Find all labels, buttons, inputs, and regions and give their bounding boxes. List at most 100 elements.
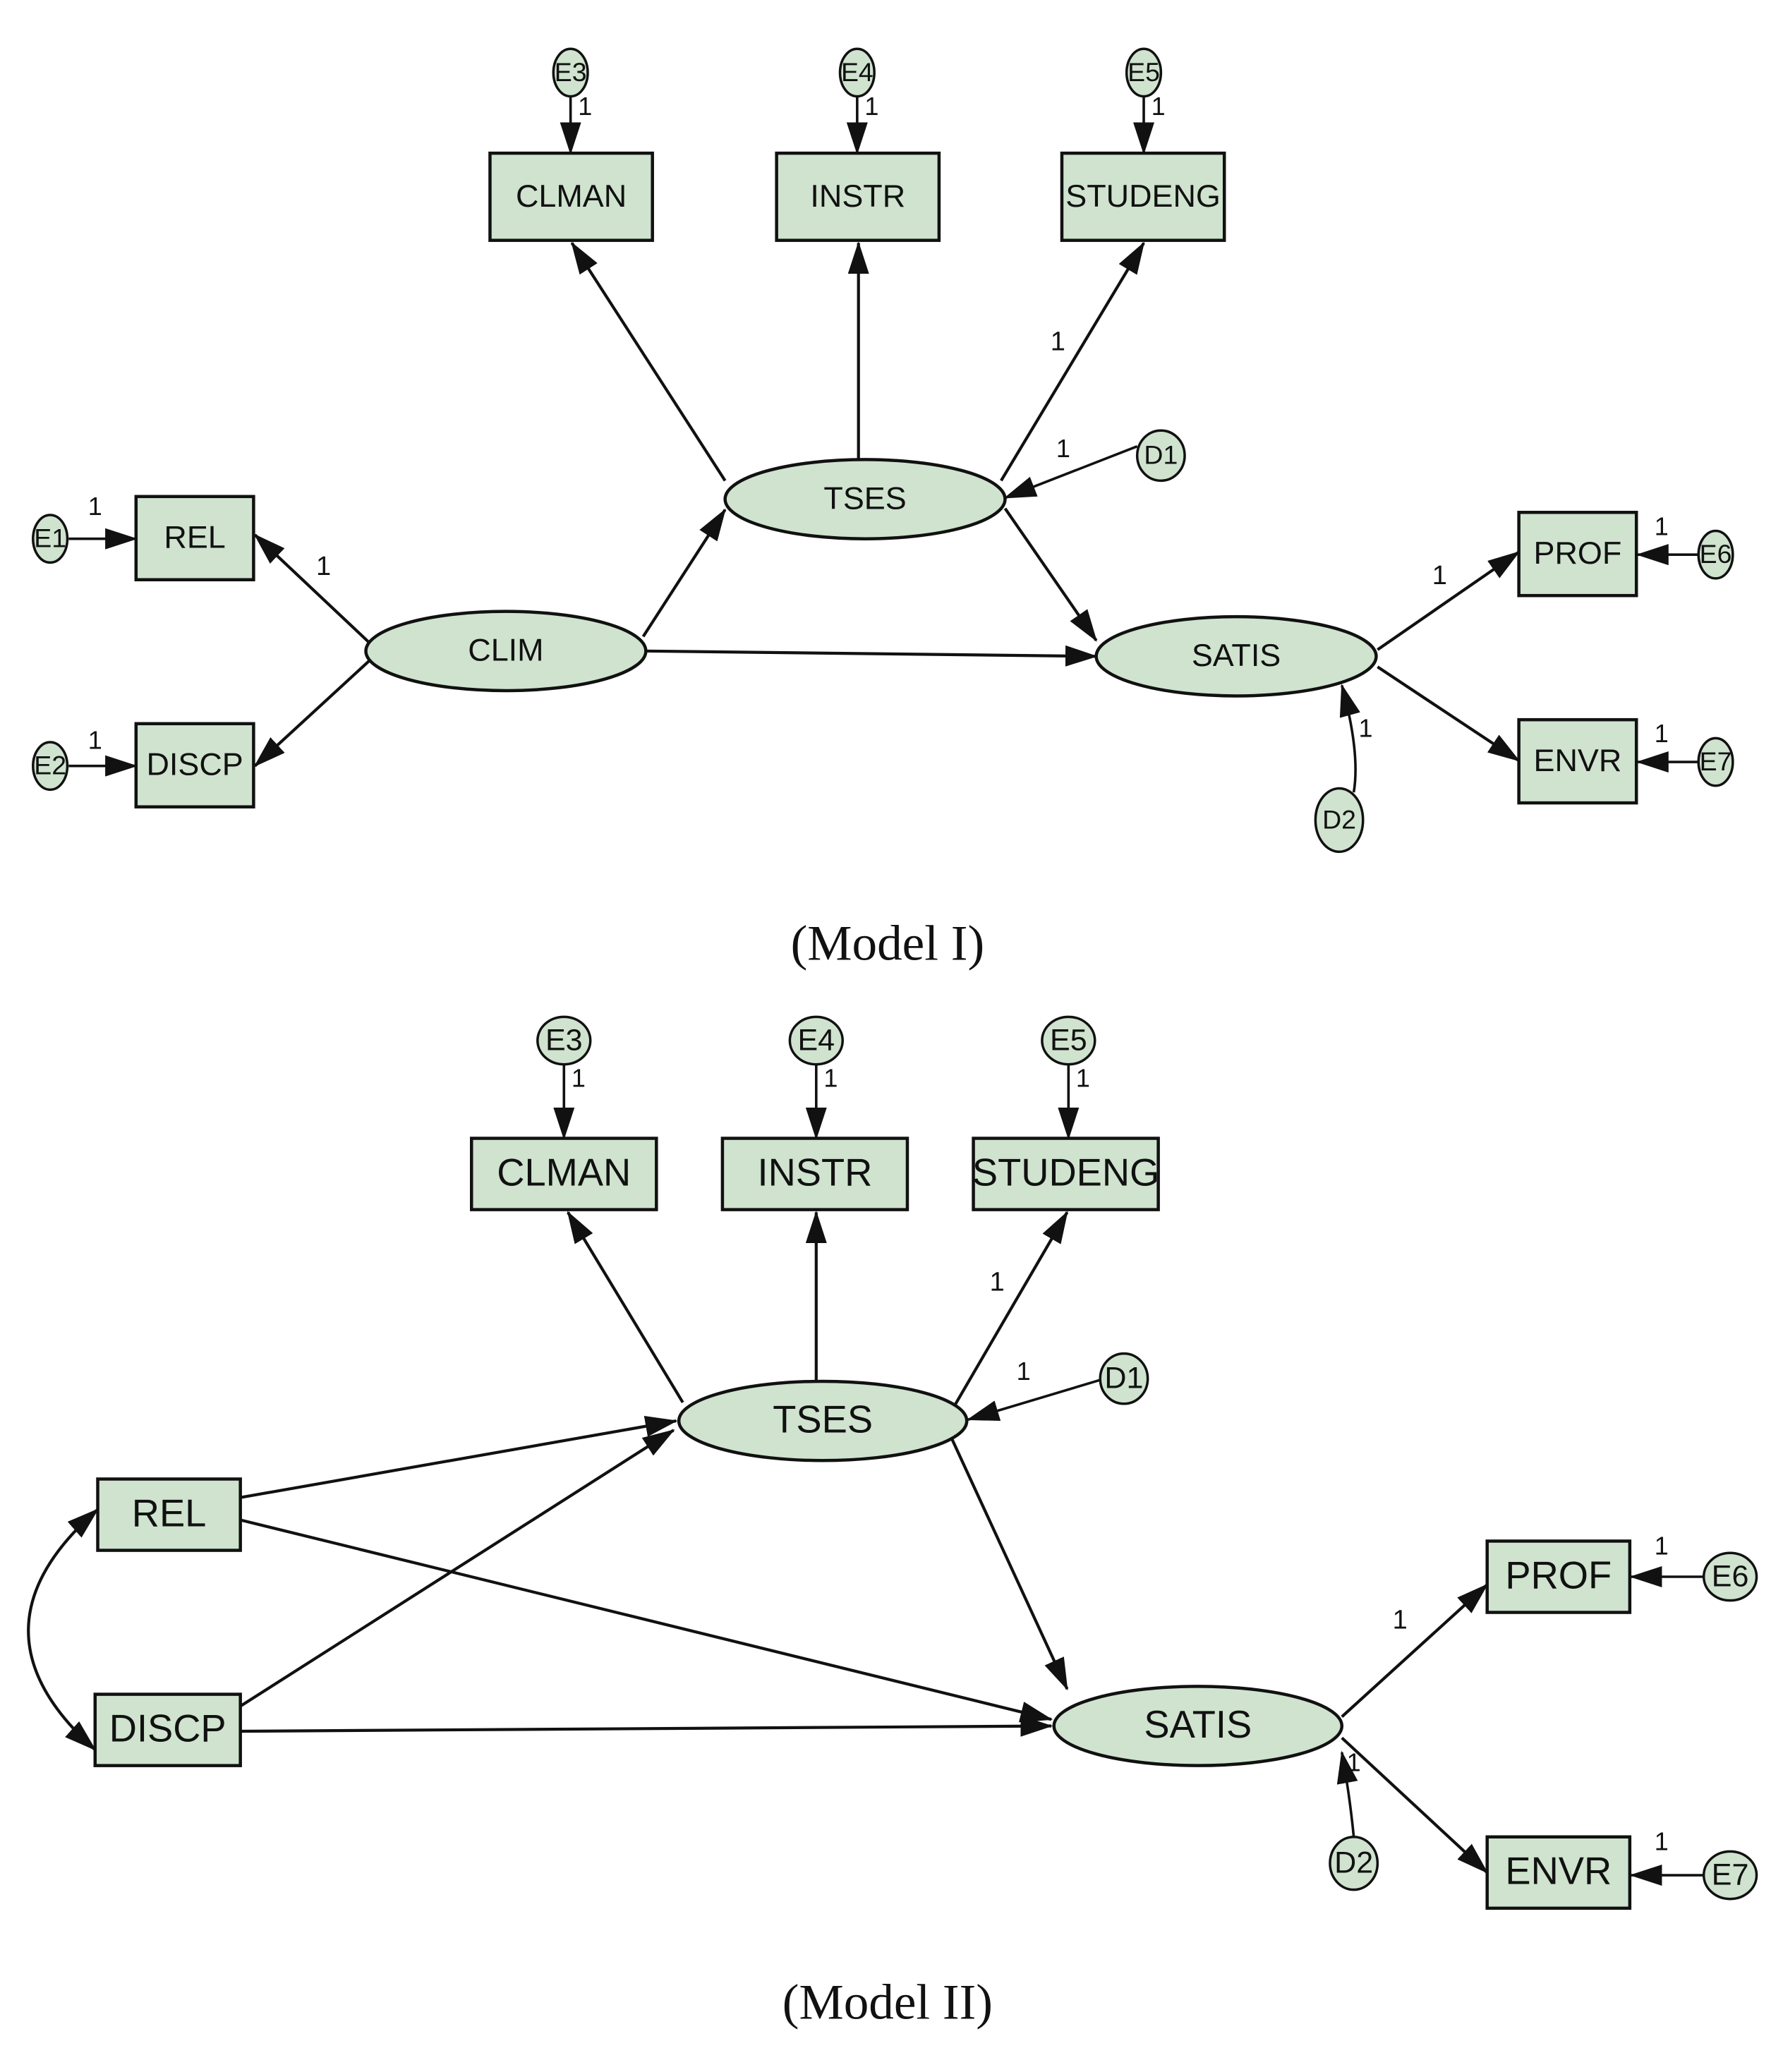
model-1-observed-envr-node: ENVR [1517,717,1638,805]
model-1-error-e1-ellipse [32,514,69,564]
model-1-error-e6-ellipse [1697,529,1734,580]
model-1-path-clim-to-tses [641,508,727,638]
model-1-path-e2-to-discp-weight-label: 1 [88,725,102,754]
model-2-observed-discp-node: DISCP [93,1692,242,1767]
model-1-path-d2-to-satis [1339,684,1360,793]
model-2-observed-envr-box [1485,1835,1632,1910]
model-2-observed-studeng-node: STUDENG [972,1137,1160,1211]
model-2-observed-clman-node: CLMAN [470,1137,658,1211]
model-2-error-e7-ellipse [1702,1850,1758,1901]
model-2-path-discp-to-satis [240,1715,1053,1737]
model-1-latent-clim-ellipse [364,610,648,693]
model-1-error-e2-ellipse [32,741,69,792]
model-2-path-d2-to-satis [1336,1750,1358,1837]
model-2-path-satis-to-prof-weight-label: 1 [1393,1606,1408,1635]
model-1-observed-rel-node: REL [134,495,255,581]
model-1-observed-envr-box [1517,717,1638,805]
model-1-path-clim-to-satis [646,645,1098,667]
model-1-observed-instr-node: INSTR [775,151,941,242]
model-2-observed-discp-label: DISCP [109,1707,226,1750]
model-2-observed-rel-label: REL [132,1491,207,1534]
model-2-error-e5-node: E5 [1041,1015,1096,1066]
model-1-error-e3-label: E3 [555,57,587,87]
model-1-path-d1-to-tses-weight-label: 1 [1056,434,1070,463]
model-1-observed-clman-label: CLMAN [516,178,627,214]
model-1-observed-prof-box [1517,511,1638,598]
model-1-observed-prof-label: PROF [1534,535,1622,571]
model-1-error-e2-node: E2 [32,741,69,792]
model-2-nodes: CLMAN INSTR STUDENG REL DISCP PROF ENVR TSES SAT… [93,1015,1758,1910]
model-2-error-e7-node: E7 [1702,1850,1758,1901]
model-2-path-rel-to-tses [240,1415,678,1499]
model-2-path-discp-to-tses [239,1429,675,1708]
model-2-error-e3-ellipse [536,1015,592,1066]
model-2-error-d1-label: D1 [1104,1362,1143,1395]
model-1-error-e7-ellipse [1697,737,1734,787]
model-2-error-d2-node: D2 [1329,1835,1379,1891]
model-1-caption: (Model I) [791,916,985,971]
model-1-error-e5-node: E5 [1125,47,1163,98]
model-1-path-clim-to-rel [253,533,371,645]
model-1-error-d2-node: D2 [1314,787,1365,854]
model-1-path-d2-to-satis-weight-label: 1 [1358,714,1372,743]
model-1-path-e7-to-envr-weight-label: 1 [1655,719,1669,748]
model-2-error-e3-label: E3 [545,1023,583,1057]
model-2-error-e4-ellipse [788,1015,844,1066]
model-2-observed-instr-node: INSTR [720,1137,909,1211]
model-2-path-satis-to-prof [1341,1583,1489,1718]
model-1-error-e3-ellipse [552,47,589,98]
model-1-observed-clman-box [488,151,654,242]
model-1-error-d1-label: D1 [1144,440,1178,470]
model-2-path-d1-to-tses [966,1379,1101,1422]
model-2-path-rel-to-satis [240,1518,1053,1723]
model-2-error-e7-label: E7 [1712,1858,1749,1891]
model-1-latent-satis-ellipse [1094,614,1378,698]
model-1-error-e6-node: E6 [1697,529,1734,580]
model-1-path-e4-to-instr-weight-label: 1 [864,92,878,121]
model-2-latent-tses-node: TSES [677,1379,969,1462]
model-2-path-d1-to-tses-weight-label: 1 [1017,1357,1031,1386]
model-1-error-e1-label: E1 [34,523,66,553]
model-1-error-e3-node: E3 [552,47,589,98]
model-1-error-d1-ellipse [1135,429,1186,483]
model-1-error-e4-ellipse [838,47,876,98]
model-1-observed-studeng-label: STUDENG [1065,178,1221,214]
model-1-observed-studeng-box [1060,151,1226,242]
model-2-observed-prof-label: PROF [1505,1553,1612,1597]
model-2-observed-envr-node: ENVR [1485,1835,1632,1910]
model-2-path-e6-to-prof-weight-label: 1 [1655,1531,1669,1560]
model-2-observed-clman-box [470,1137,658,1211]
model-1-latent-satis-label: SATIS [1192,637,1281,673]
model-1-path-satis-to-prof-weight-label: 1 [1432,561,1447,590]
model-1-path-e3-to-clman-weight-label: 1 [578,92,592,121]
model-2-observed-discp-box [93,1692,242,1767]
model-2-path-e7-to-envr-weight-label: 1 [1655,1827,1669,1856]
model-2-error-d1-node: D1 [1099,1352,1149,1405]
model-2-error-d2-label: D2 [1334,1846,1373,1880]
model-1-latent-tses-ellipse [723,458,1007,540]
model-1-observed-rel-box [134,495,255,581]
model-2-path-tses-to-satis [949,1436,1069,1691]
model-1-observed-discp-box [134,722,255,808]
model-2-latent-tses-ellipse [677,1379,969,1462]
model-1-error-e7-node: E7 [1697,737,1734,787]
model-2-path-satis-to-envr [1341,1736,1489,1874]
model-1-error-e2-label: E2 [34,751,66,780]
model-2-latent-satis-ellipse [1052,1685,1344,1767]
model-1-observed-clman-node: CLMAN [488,151,654,242]
model-2-observed-instr-box [720,1137,909,1211]
model-2-latent-satis-label: SATIS [1144,1703,1252,1746]
model-1-error-e4-node: E4 [838,47,876,98]
model-1-observed-discp-label: DISCP [146,746,243,782]
model-1-error-e6-label: E6 [1700,539,1732,569]
model-1-error-e5-ellipse [1125,47,1163,98]
model-1-path-satis-to-prof [1377,550,1521,651]
model-1-error-d1-node: D1 [1135,429,1186,483]
model-2-error-e5-ellipse [1041,1015,1096,1066]
model-2-observed-prof-box [1485,1539,1632,1614]
